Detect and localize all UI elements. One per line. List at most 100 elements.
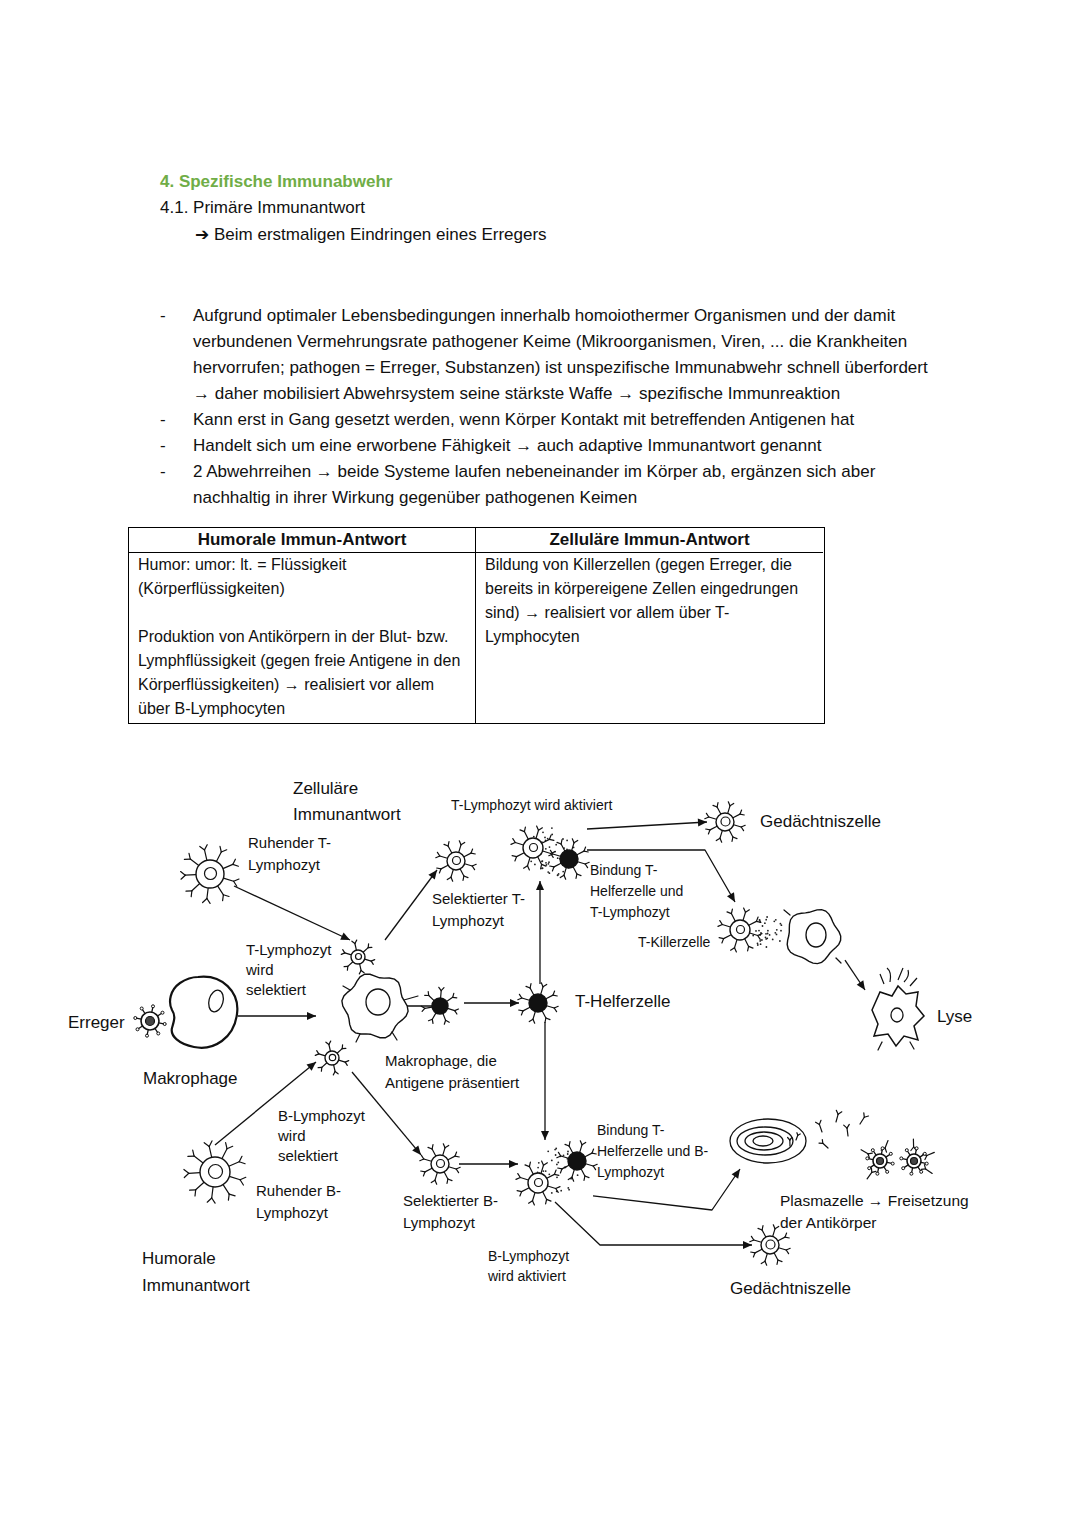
cell-drawing bbox=[836, 1110, 838, 1114]
cell-drawing bbox=[806, 923, 826, 947]
cell-drawing bbox=[229, 1194, 235, 1196]
cell-drawing bbox=[735, 948, 737, 952]
cell-drawing bbox=[423, 1172, 425, 1176]
cell-drawing bbox=[765, 938, 767, 940]
cell-drawing bbox=[455, 1152, 457, 1156]
cell-drawing bbox=[582, 1142, 586, 1144]
cell-drawing bbox=[181, 872, 186, 876]
text-section: 4. Spezifische Immunabwehr 4.1. Primäre … bbox=[0, 169, 1080, 724]
cell-node: Selektierter B-Lymphozyt bbox=[421, 1145, 459, 1183]
cell-illustration bbox=[518, 1140, 593, 1202]
cell-drawing bbox=[745, 1132, 783, 1150]
cell-drawing bbox=[568, 1177, 572, 1179]
cell-drawing bbox=[472, 866, 474, 870]
cell-drawing bbox=[344, 966, 348, 967]
cell-drawing bbox=[756, 917, 758, 921]
cell-drawing bbox=[541, 861, 543, 863]
cell-drawing bbox=[515, 857, 517, 861]
cell-drawing bbox=[548, 861, 550, 863]
cell-drawing bbox=[226, 1143, 227, 1149]
cell-drawing bbox=[567, 1151, 569, 1153]
step-label: B-Lymphozyt wird selektiert bbox=[278, 1106, 369, 1166]
connector-line bbox=[845, 960, 865, 990]
cell-label: Ruhender T-Lymphozyt bbox=[248, 832, 340, 876]
cell-drawing bbox=[329, 1041, 331, 1044]
cell-drawing bbox=[549, 835, 551, 839]
cell-drawing bbox=[519, 1009, 523, 1011]
cell-drawing bbox=[539, 828, 543, 831]
cell-drawing bbox=[421, 1155, 423, 1159]
cell-drawing bbox=[440, 856, 448, 858]
cell-drawing bbox=[749, 946, 753, 948]
cell-drawing bbox=[190, 1189, 196, 1190]
cell-drawing bbox=[517, 1191, 522, 1192]
cell-drawing bbox=[517, 853, 525, 857]
cell-drawing bbox=[546, 1199, 547, 1204]
cell-drawing bbox=[203, 899, 207, 903]
cell-drawing bbox=[560, 1190, 562, 1192]
cell-drawing bbox=[157, 1032, 160, 1035]
bullet-dash: - bbox=[160, 303, 166, 329]
cell-drawing bbox=[543, 851, 551, 854]
cell-drawing bbox=[758, 930, 760, 932]
cell-drawing bbox=[204, 1143, 209, 1147]
cell-drawing bbox=[428, 1147, 432, 1149]
cell-drawing bbox=[345, 953, 352, 955]
cell-drawing bbox=[923, 1152, 926, 1155]
cell-drawing bbox=[754, 1240, 762, 1242]
cell-drawing bbox=[577, 1174, 579, 1176]
cell-drawing bbox=[720, 921, 723, 925]
cell-drawing bbox=[585, 862, 589, 864]
cell-drawing bbox=[163, 1023, 166, 1026]
cell-drawing bbox=[796, 1135, 798, 1140]
cell-drawing bbox=[185, 874, 196, 876]
cell-drawing bbox=[819, 1120, 821, 1124]
cell-drawing bbox=[758, 936, 761, 940]
cell-drawing bbox=[731, 948, 735, 951]
cell-drawing bbox=[464, 853, 471, 857]
cell-drawing bbox=[713, 805, 717, 807]
cell-drawing bbox=[447, 852, 465, 870]
cell-drawing bbox=[766, 1240, 775, 1249]
cell-drawing bbox=[760, 943, 762, 945]
cell-drawing bbox=[577, 851, 584, 855]
cell-drawing bbox=[533, 836, 535, 838]
cell-drawing bbox=[218, 886, 224, 895]
cell-drawing bbox=[512, 856, 517, 857]
comparison-table: Humorale Immun-Antwort Zelluläre Immun-A… bbox=[128, 527, 825, 724]
cell-label: T-Killerzelle bbox=[638, 932, 710, 952]
cell-drawing bbox=[572, 1177, 574, 1181]
cell-drawing bbox=[734, 825, 742, 827]
cell-drawing bbox=[765, 919, 767, 921]
cell-drawing bbox=[518, 998, 522, 1000]
cell-drawing bbox=[574, 840, 578, 842]
cell-drawing bbox=[557, 857, 559, 859]
cell-drawing bbox=[186, 890, 192, 891]
cell-drawing bbox=[790, 1137, 792, 1140]
cell-drawing bbox=[334, 1065, 336, 1072]
cell-drawing bbox=[547, 871, 549, 873]
cell-drawing bbox=[146, 1034, 149, 1037]
cell-drawing bbox=[926, 1169, 933, 1174]
cell-drawing bbox=[580, 1145, 582, 1153]
cell-label: Selektierter B-Lymphozyt bbox=[403, 1190, 503, 1234]
cell-drawing bbox=[751, 1236, 753, 1240]
cell-drawing bbox=[761, 1261, 765, 1263]
bullet-text: Kann erst in Gang gesetzt werden, wenn K… bbox=[193, 407, 933, 433]
cell-drawing bbox=[780, 923, 782, 925]
cell-drawing bbox=[425, 1007, 432, 1008]
cell-illustration bbox=[707, 804, 743, 840]
cell-illustration bbox=[519, 984, 557, 1022]
cell-drawing bbox=[459, 845, 461, 853]
cell-drawing bbox=[822, 1140, 824, 1144]
connector-arrow bbox=[587, 819, 707, 830]
cell-drawing bbox=[729, 830, 733, 837]
cell-drawing bbox=[565, 1144, 569, 1146]
cell-drawing bbox=[847, 1124, 849, 1128]
cell-drawing bbox=[785, 1236, 789, 1238]
cell-drawing bbox=[342, 1048, 346, 1049]
cell-drawing bbox=[546, 995, 553, 999]
cell-illustration bbox=[720, 902, 845, 968]
cell-drawing bbox=[554, 1008, 556, 1012]
cell-drawing bbox=[528, 1173, 548, 1193]
